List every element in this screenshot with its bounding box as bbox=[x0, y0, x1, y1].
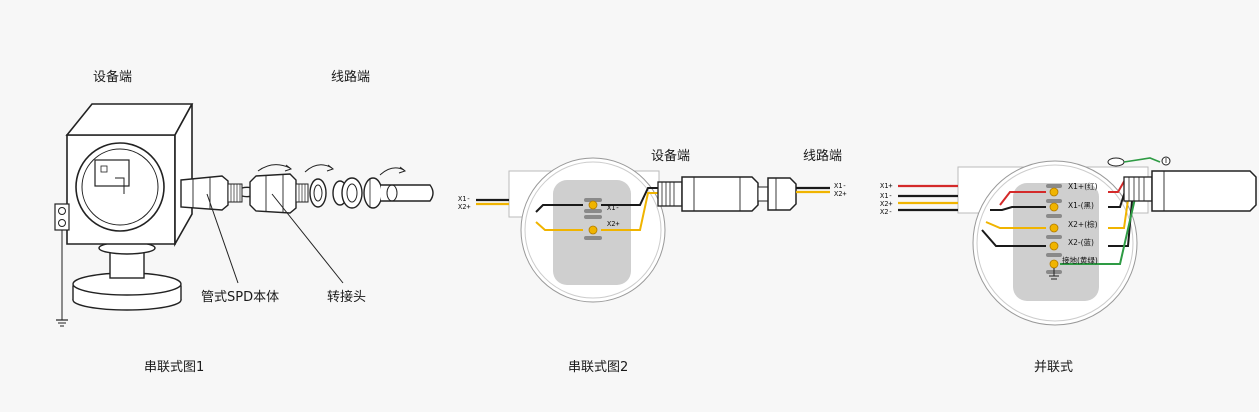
fig1-nuts bbox=[304, 164, 434, 209]
fig1-line-end-label: 线路端 bbox=[331, 70, 371, 85]
fig1-device bbox=[54, 103, 194, 327]
fig3-inner-x2p: X2+(棕) bbox=[1068, 219, 1098, 229]
fig3-assembly bbox=[898, 156, 1257, 326]
fig3-inner-x2n: X2-(蓝) bbox=[1068, 237, 1094, 247]
fig1-caption: 串联式图1 bbox=[144, 360, 205, 375]
fig2-right-x2: X2+ bbox=[834, 190, 847, 198]
fig1-adapter-label: 转接头 bbox=[327, 290, 367, 305]
fig1-spd-body bbox=[180, 175, 257, 211]
fig3-wire-x1p: X1+ bbox=[880, 182, 893, 190]
fig3-caption: 并联式 bbox=[1034, 360, 1074, 375]
fig1-device-end-label: 设备端 bbox=[93, 70, 133, 85]
fig1-body-leader bbox=[206, 193, 239, 284]
fig1-adapter bbox=[249, 164, 309, 214]
fig2-left-x2: X2+ bbox=[458, 203, 471, 211]
fig3-inner-ground: 接地(黄绿) bbox=[1062, 255, 1098, 265]
fig2-device-end-label: 设备端 bbox=[651, 149, 691, 164]
fig1-adapter-leader bbox=[271, 193, 344, 284]
fig2-left-x1: X1- bbox=[458, 195, 471, 203]
fig2-inner-x1: X1- bbox=[607, 204, 620, 212]
fig2-right-x1: X1- bbox=[834, 182, 847, 190]
fig3-inner-x1p: X1+(红) bbox=[1068, 181, 1098, 191]
fig2-caption: 串联式图2 bbox=[568, 360, 629, 375]
fig3-wire-x2n: X2- bbox=[880, 208, 893, 216]
fig2-line-end-label: 线路端 bbox=[803, 149, 843, 164]
fig3-wire-x1n: X1- bbox=[880, 192, 893, 200]
fig3-wire-x2p: X2+ bbox=[880, 200, 893, 208]
fig1-body-label: 管式SPD本体 bbox=[201, 290, 280, 305]
fig3-inner-x1n: X1-(黑) bbox=[1068, 201, 1094, 210]
fig2-assembly bbox=[476, 157, 830, 303]
fig2-inner-x2: X2+ bbox=[607, 220, 620, 228]
